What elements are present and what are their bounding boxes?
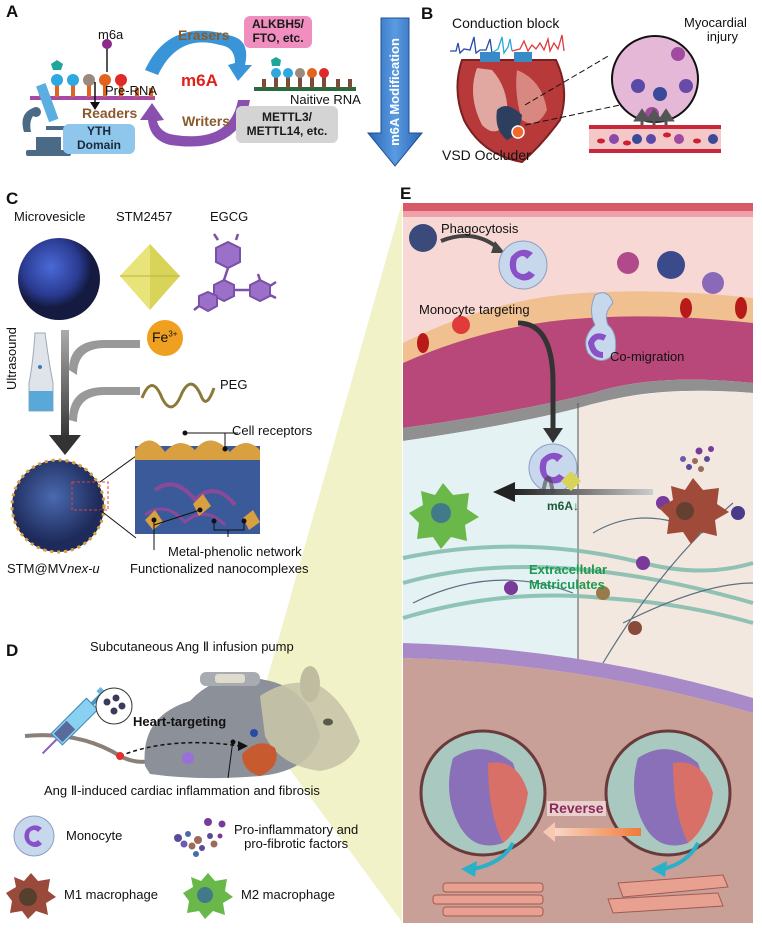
ecg-trace bbox=[450, 34, 565, 55]
caption-pointer bbox=[227, 739, 236, 779]
m6a-modification-label: m6A Modification bbox=[386, 38, 402, 146]
infusion-pump-label: Subcutaneous Ang Ⅱ infusion pump bbox=[90, 639, 294, 654]
conduction-block-label: Conduction block bbox=[452, 15, 560, 31]
stm-mv-nanoparticle-icon bbox=[10, 458, 109, 554]
heart-targeting-label: Heart-targeting bbox=[133, 714, 227, 729]
m6a-down-label: m6A↓ bbox=[547, 499, 580, 513]
fe-symbol: Fe bbox=[152, 329, 169, 345]
factors-legend-icon bbox=[174, 818, 226, 857]
writers-label: Writers bbox=[182, 113, 230, 129]
functionalized-nanocomplexes-label: Functionalized nanocomplexes bbox=[130, 561, 309, 576]
pre-rna-strand bbox=[30, 39, 155, 100]
egcg-molecule-icon bbox=[193, 233, 277, 313]
down-arrow-icon bbox=[90, 82, 100, 110]
m1-macrophage-legend-icon bbox=[6, 873, 56, 919]
erasers-box: ALKBH5/ FTO, etc. bbox=[244, 16, 312, 48]
reverse-label: Reverse bbox=[547, 800, 606, 817]
writers-box-line1: METTL3/ bbox=[262, 109, 312, 124]
ultrasound-label: Ultrasound bbox=[4, 327, 19, 390]
stm-mv-nexu-label: STM@MVnex-u bbox=[7, 561, 100, 576]
m6a-cycle-arrows bbox=[140, 30, 252, 147]
myocardial-injury-label: Myocardial injury bbox=[684, 15, 747, 45]
blood-vessel bbox=[589, 125, 721, 153]
zoom-lines bbox=[524, 54, 621, 126]
panel-c-label: C bbox=[6, 189, 19, 208]
ultrasound-probe-icon bbox=[28, 332, 54, 412]
stm-mv-suffix: nex-u bbox=[67, 561, 100, 576]
readers-label: Readers bbox=[82, 105, 138, 121]
monocyte-legend-icon bbox=[13, 815, 55, 857]
m2-macrophage-legend-icon bbox=[183, 873, 233, 919]
m6a-mark-label: m6a bbox=[98, 27, 124, 42]
native-rna-strand bbox=[254, 57, 356, 91]
panel-b-label: B bbox=[421, 4, 434, 23]
co-migration-label: Co-migration bbox=[610, 349, 685, 364]
factors-line2: pro-fibrotic factors bbox=[244, 836, 349, 852]
panel-e-label: E bbox=[400, 184, 412, 203]
cell-receptors-label: Cell receptors bbox=[232, 423, 313, 438]
m2-macrophage-legend-label: M2 macrophage bbox=[241, 887, 335, 902]
pre-rna-label: Pre-RNA bbox=[105, 83, 158, 98]
nanoparticles-zoom-circle bbox=[95, 687, 133, 725]
fe3-ion-icon bbox=[147, 320, 183, 356]
writers-box: METTL3/ METTL14, etc. bbox=[236, 106, 338, 143]
yth-line1: YTH bbox=[87, 124, 111, 139]
inset-zoom-lines bbox=[99, 455, 137, 539]
stm2457-label: STM2457 bbox=[116, 209, 173, 224]
peg-chain-icon bbox=[140, 382, 216, 409]
ecm-line2: Matriculates bbox=[529, 576, 605, 592]
fe-charge: 3+ bbox=[168, 329, 178, 339]
factors-legend-label: Pro-inflammatory and pro-fibrotic factor… bbox=[234, 822, 359, 852]
myocardial-line2: injury bbox=[706, 29, 738, 45]
fe3-label: Fe3+ bbox=[152, 329, 178, 345]
microvesicle-icon bbox=[18, 238, 100, 320]
monocyte-targeting-label: Monocyte targeting bbox=[419, 302, 530, 317]
m6a-modification-arrow bbox=[366, 17, 424, 167]
phagocytosis-label: Phagocytosis bbox=[441, 221, 519, 236]
erasers-label: Erasers bbox=[178, 27, 230, 43]
ecm-line1: Extracellular bbox=[529, 562, 608, 577]
mouse-illustration bbox=[24, 666, 360, 779]
metal-phenolic-network-label: Metal-phenolic network bbox=[168, 544, 302, 559]
erasers-box-line2: FTO, etc. bbox=[252, 31, 304, 45]
heart-illustration bbox=[456, 52, 566, 164]
vsd-occluder-label: VSD Occluder bbox=[442, 147, 531, 163]
myocardial-line1: Myocardial bbox=[684, 15, 747, 30]
m6a-center-label: m6A bbox=[181, 71, 218, 90]
panel-a-label: A bbox=[6, 2, 19, 21]
microvesicle-label: Microvesicle bbox=[14, 209, 86, 224]
process-arrows bbox=[49, 330, 140, 455]
extracellular-matriculates-label: Extracellular Matriculates bbox=[529, 562, 608, 593]
stm2457-octahedron-icon bbox=[120, 244, 180, 310]
panel-e-illustration bbox=[402, 203, 754, 923]
egcg-label: EGCG bbox=[210, 209, 249, 224]
m1-macrophage-legend-label: M1 macrophage bbox=[64, 887, 158, 902]
writers-box-line2: METTL14, etc. bbox=[246, 123, 328, 138]
monocyte-legend-label: Monocyte bbox=[66, 828, 123, 843]
yth-domain-box: YTH Domain bbox=[63, 124, 135, 154]
panel-d-label: D bbox=[6, 641, 19, 660]
peg-label: PEG bbox=[220, 377, 248, 392]
stm-mv-prefix: STM@MV bbox=[7, 561, 68, 576]
factors-line1: Pro-inflammatory and bbox=[234, 822, 359, 837]
native-rna-label: Naitive RNA bbox=[290, 92, 361, 107]
microscope-icon bbox=[22, 83, 74, 156]
erasers-box-line1: ALKBH5/ bbox=[251, 17, 304, 32]
yth-line2: Domain bbox=[76, 138, 121, 152]
callout-lines bbox=[151, 430, 247, 550]
cardiac-inflammation-caption: Ang Ⅱ-induced cardiac inflammation and f… bbox=[44, 783, 320, 798]
